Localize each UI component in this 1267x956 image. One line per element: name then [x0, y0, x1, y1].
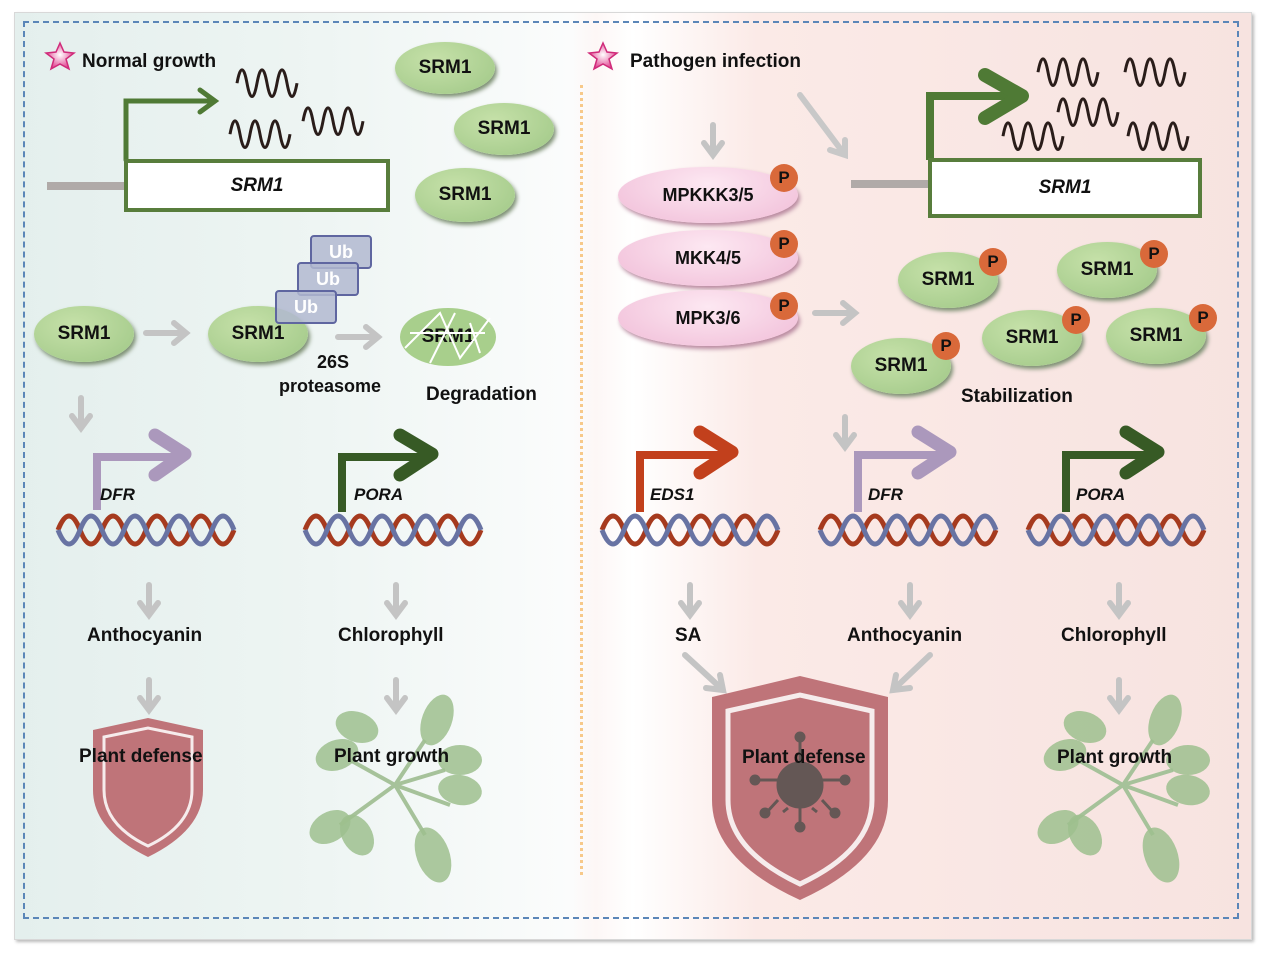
- phospho-badge: P: [1189, 304, 1217, 332]
- gene-box-srm1: SRM1: [124, 159, 390, 212]
- dna-helix: [305, 516, 481, 544]
- srm1-protein: SRM1: [415, 168, 515, 222]
- outcome-plant-defense: Plant defense: [79, 746, 203, 767]
- shield-icon: [93, 718, 203, 857]
- phospho-badge: P: [979, 248, 1007, 276]
- ubiquitin-tag: Ub: [275, 290, 337, 324]
- phospho-badge: P: [770, 230, 798, 258]
- product-anthocyanin: Anthocyanin: [847, 625, 963, 646]
- promoter-arrow-right: [926, 92, 1010, 160]
- product-anthocyanin: Anthocyanin: [87, 625, 203, 646]
- phospho-badge: P: [770, 164, 798, 192]
- product-sa: SA: [675, 625, 702, 646]
- dna-helix: [820, 516, 996, 544]
- dashed-border: [23, 21, 1239, 919]
- panel-title-normal: Normal growth: [82, 51, 217, 72]
- product-chlorophyll: Chlorophyll: [338, 625, 444, 646]
- dna-helix: [1028, 516, 1204, 544]
- dna-helix: [602, 516, 778, 544]
- degradation-label: Degradation: [426, 384, 537, 405]
- srm1-protein: SRM1: [395, 42, 495, 94]
- kinase-mpk: MPK3/6: [618, 290, 798, 346]
- panel-title-pathogen: Pathogen infection: [630, 51, 801, 72]
- srm1-protein: SRM1: [454, 103, 554, 155]
- kinase-mkk: MKK4/5: [618, 230, 798, 286]
- gene-box-srm1: SRM1: [928, 158, 1202, 218]
- panel-divider: [580, 85, 586, 875]
- phospho-badge: P: [1140, 240, 1168, 268]
- outcome-plant-growth: Plant growth: [334, 746, 450, 767]
- proteasome-label-26s: 26S: [317, 352, 350, 372]
- plant-icon-right: [1031, 690, 1213, 888]
- phospho-badge: P: [932, 332, 960, 360]
- star-icon-left: [44, 41, 76, 71]
- gene-label-pora: PORA: [1076, 485, 1126, 504]
- mrna-wave: [1056, 97, 1120, 128]
- plant-icon-left: [303, 690, 485, 888]
- mrna-wave: [235, 68, 299, 99]
- stabilization-label: Stabilization: [961, 386, 1073, 407]
- promoter-arrow-left: [123, 87, 220, 163]
- mrna-wave: [1036, 57, 1100, 88]
- star-icon-right: [587, 41, 619, 71]
- kinase-mpkkk: MPKKK3/5: [618, 167, 798, 223]
- gene-label-dfr: DFR: [100, 485, 135, 504]
- proteasome-label: proteasome: [279, 376, 382, 396]
- srm1-degraded-label: SRM1: [421, 326, 475, 347]
- phospho-badge: P: [770, 292, 798, 320]
- gene-label-pora: PORA: [354, 485, 404, 504]
- outcome-plant-defense: Plant defense: [742, 747, 866, 768]
- srm1-protein: SRM1: [34, 306, 134, 362]
- gene-label-dfr: DFR: [868, 485, 903, 504]
- mrna-wave: [228, 119, 292, 150]
- mrna-wave: [1001, 121, 1065, 152]
- outcome-plant-growth: Plant growth: [1057, 747, 1173, 768]
- mrna-wave: [1126, 121, 1190, 152]
- mrna-wave: [301, 106, 365, 137]
- srm1-degraded: SRM1: [400, 308, 496, 366]
- mrna-wave: [1123, 57, 1187, 88]
- virus-icon: [749, 731, 851, 833]
- gene-label-eds1: EDS1: [650, 485, 695, 504]
- phospho-badge: P: [1062, 306, 1090, 334]
- product-chlorophyll: Chlorophyll: [1061, 625, 1167, 646]
